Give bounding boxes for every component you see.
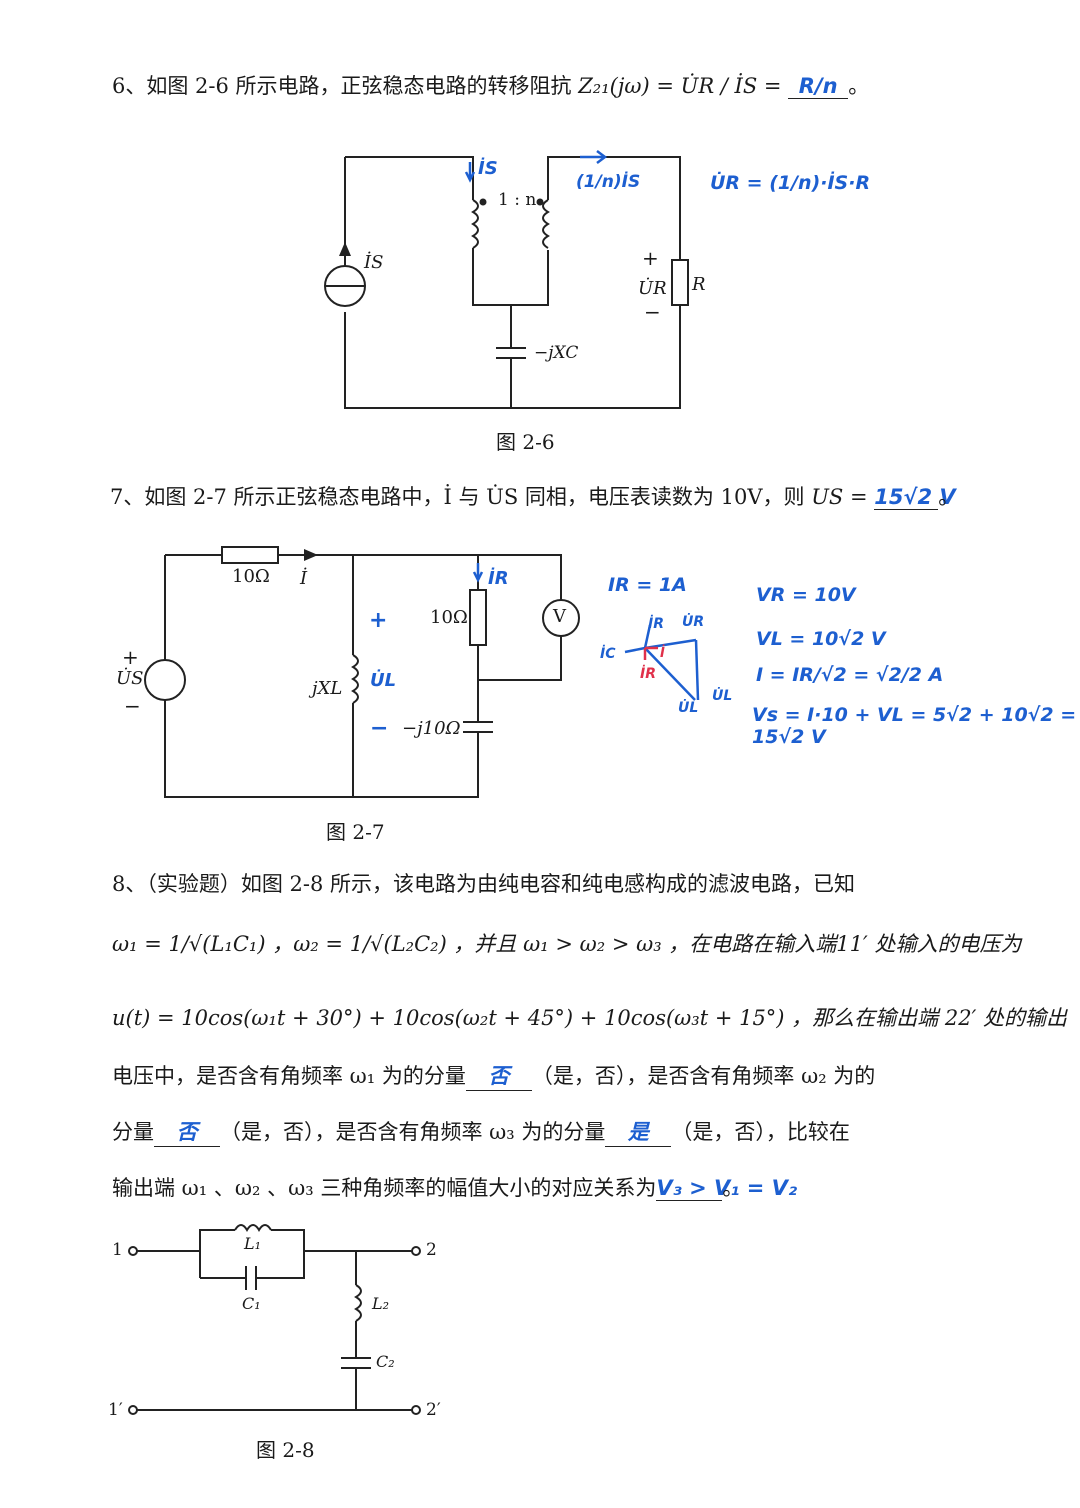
note-i: I = IR/√2 = √2/2 A bbox=[756, 664, 944, 686]
note-ir: IR = 1A bbox=[608, 574, 687, 596]
note-vl: VL = 10√2 V bbox=[756, 628, 886, 650]
ur-plus: + bbox=[642, 246, 659, 270]
q7-text: 7、如图 2-7 所示正弦稳态电路中，İ 与 U̇S 同相，电压表读数为 10V… bbox=[110, 485, 805, 509]
r-label: R bbox=[692, 274, 706, 295]
phasor-ul: U̇L bbox=[678, 700, 699, 716]
caption-2-7: 图 2-7 bbox=[326, 820, 385, 844]
q6-text: 6、如图 2-6 所示电路，正弦稳态电路的转移阻抗 bbox=[112, 74, 572, 98]
q8-line-6: 输出端 ω₁ 、ω₂ 、ω₃ 三种角频率的幅值大小的对应关系为V₃ > V₁ =… bbox=[112, 1172, 797, 1202]
ir-note: İR bbox=[488, 568, 509, 589]
q6-answer: R/n bbox=[798, 74, 838, 98]
r1-label: 10Ω bbox=[232, 566, 270, 587]
c2-label: C₂ bbox=[376, 1352, 395, 1371]
phasor-ic: İC bbox=[600, 646, 616, 662]
q8-a4-blank: V₃ > V₁ = V₂ bbox=[656, 1176, 797, 1201]
q7-answer: 15√2 V bbox=[874, 485, 956, 509]
q8-line-5: 分量否 （是，否），是否含有角频率 ω₃ 为的分量是 （是，否），比较在 bbox=[112, 1116, 850, 1147]
xl-label: jXL bbox=[312, 678, 343, 699]
voltmeter-label: V bbox=[553, 606, 566, 627]
phasor-ul-2: U̇L bbox=[712, 688, 733, 704]
us-minus: − bbox=[124, 694, 141, 718]
q8-line-3: u(t) = 10cos(ω₁t + 30°) + 10cos(ω₂t + 45… bbox=[112, 1006, 1068, 1030]
phasor-ur: U̇R bbox=[682, 614, 705, 630]
terminal-1p: 1′ bbox=[108, 1400, 123, 1420]
l2-label: L₂ bbox=[372, 1294, 390, 1313]
i-label: İ bbox=[300, 568, 308, 589]
q6-line: 6、如图 2-6 所示电路，正弦稳态电路的转移阻抗 Z₂₁(jω) = U̇R … bbox=[112, 70, 869, 100]
q8-l5a: 分量 bbox=[112, 1120, 154, 1144]
q6-answer-blank: R/n bbox=[788, 74, 849, 99]
q7-answer-blank: 15√2 V bbox=[874, 485, 956, 510]
q8-line-4: 电压中，是否含有角频率 ω₁ 为的分量否 （是，否），是否含有角频率 ω₂ 为的 bbox=[112, 1060, 875, 1091]
q8-a2: 否 bbox=[176, 1120, 198, 1144]
note-current: (1/n)İS bbox=[576, 172, 641, 192]
q8-a3-blank: 是 bbox=[605, 1116, 672, 1147]
q8-l5c: （是，否），比较在 bbox=[671, 1120, 850, 1144]
note-formula: U̇R = (1/n)·İS·R bbox=[710, 172, 871, 194]
note-vr: VR = 10V bbox=[756, 584, 856, 606]
q6-formula: Z₂₁(jω) = U̇R / İS = bbox=[578, 74, 782, 98]
q8-a1: 否 bbox=[488, 1064, 510, 1088]
note-is: İS bbox=[478, 158, 498, 179]
q8-a4: V₃ > V₁ = V₂ bbox=[656, 1176, 798, 1200]
q6-end: 。 bbox=[848, 74, 870, 98]
q7-var: US = bbox=[811, 485, 868, 509]
note-vs: Vs = I·10 + VL = 5√2 + 10√2 = 15√2 V bbox=[752, 704, 1077, 748]
q8-l4a: 电压中，是否含有角频率 ω₁ 为的分量 bbox=[112, 1064, 466, 1088]
q7-end: 。 bbox=[938, 485, 960, 509]
q8-end: 。 bbox=[722, 1176, 744, 1200]
ur-minus: − bbox=[644, 300, 661, 324]
q8-l5b: （是，否），是否含有角频率 ω₃ 为的分量 bbox=[220, 1120, 606, 1144]
q8-l4b: （是，否），是否含有角频率 ω₂ 为的 bbox=[531, 1064, 876, 1088]
ratio-label: 1 : n bbox=[498, 190, 537, 210]
ul-minus: − bbox=[370, 716, 389, 741]
phasor-ir-red: İR bbox=[640, 666, 656, 682]
q8-l6a: 输出端 ω₁ 、ω₂ 、ω₃ 三种角频率的幅值大小的对应关系为 bbox=[112, 1176, 657, 1200]
q7-line: 7、如图 2-7 所示正弦稳态电路中，İ 与 U̇S 同相，电压表读数为 10V… bbox=[110, 481, 959, 511]
us-plus: + bbox=[122, 645, 139, 669]
ul-plus: + bbox=[369, 608, 388, 633]
q8-a2-blank: 否 bbox=[154, 1116, 220, 1147]
caption-2-6: 图 2-6 bbox=[496, 430, 555, 454]
q8-a3: 是 bbox=[627, 1120, 649, 1144]
caption-2-8: 图 2-8 bbox=[256, 1438, 315, 1462]
terminal-2p: 2′ bbox=[426, 1400, 441, 1420]
ur-label: U̇R bbox=[638, 278, 667, 299]
phasor-ir-top: İR bbox=[648, 616, 664, 632]
c1-label: C₁ bbox=[242, 1294, 261, 1313]
source-label: İS bbox=[364, 252, 384, 273]
q8-line-1: 8、（实验题）如图 2-8 所示，该电路为由纯电容和纯电感构成的滤波电路，已知 bbox=[112, 872, 856, 896]
ul-note: U̇L bbox=[370, 670, 397, 691]
phasor-i: İ bbox=[660, 646, 665, 661]
l1-label: L₁ bbox=[244, 1234, 262, 1253]
q8-line-2: ω₁ = 1/√(L₁C₁) ，ω₂ = 1/√(L₂C₂) ，并且 ω₁ > … bbox=[112, 932, 1022, 956]
cap-label: −jXC bbox=[534, 343, 579, 363]
terminal-2: 2 bbox=[426, 1240, 437, 1260]
q8-a1-blank: 否 bbox=[465, 1060, 532, 1091]
c-label: −j10Ω bbox=[402, 718, 461, 739]
r2-label: 10Ω bbox=[430, 607, 468, 628]
terminal-1: 1 bbox=[112, 1240, 123, 1260]
us-label: U̇S bbox=[116, 668, 144, 689]
